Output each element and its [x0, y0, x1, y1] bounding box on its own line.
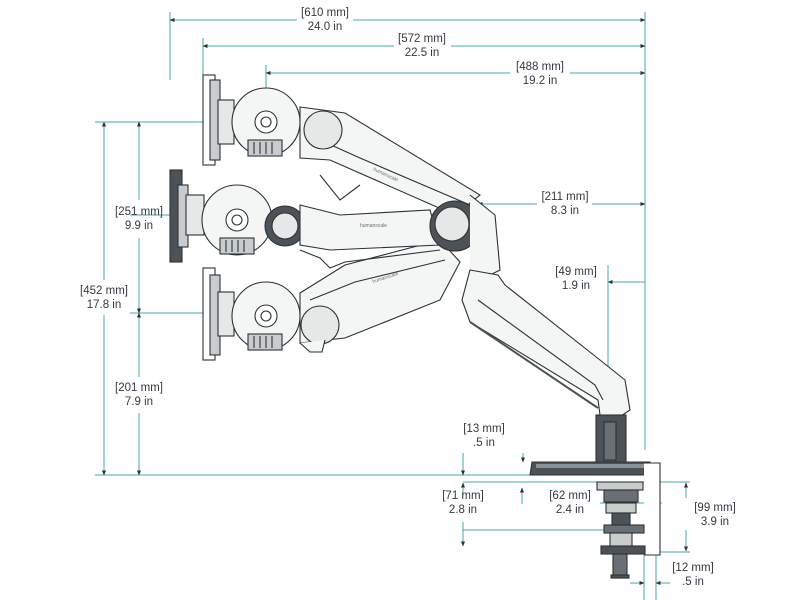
dim-clamp-width-mm: [62 mm] — [549, 490, 591, 502]
dim-desk-thickness-mm: [99 mm] — [694, 502, 736, 514]
dim-base-thickness-mm: [13 mm] — [463, 423, 505, 435]
dim-inner-width: [488 mm] 19.2 in — [516, 60, 564, 88]
dim-height-range-mm: [251 mm] — [115, 206, 163, 218]
dim-min-height-in: 7.9 in — [124, 396, 154, 408]
dim-clamp-depth: [71 mm] 2.8 in — [442, 489, 484, 517]
dim-forearm-offset-in: 8.3 in — [550, 205, 580, 217]
monitor-plate-bottom — [202, 267, 301, 361]
dim-max-height-in: 17.8 in — [86, 299, 122, 311]
dim-clamp-plate: [12 mm] .5 in — [672, 561, 714, 589]
arm-lower-position — [299, 239, 461, 353]
dim-max-height: [452 mm] 17.8 in — [80, 284, 128, 312]
dim-clamp-depth-in: 2.8 in — [448, 504, 478, 516]
dim-clamp-width: [62 mm] 2.4 in — [549, 489, 591, 517]
dim-base-thickness-in: .5 in — [473, 437, 495, 449]
dim-overall-width: [610 mm] 24.0 in — [301, 6, 349, 34]
dim-min-height-mm: [201 mm] — [115, 382, 163, 394]
dim-min-height: [201 mm] 7.9 in — [115, 381, 163, 409]
dim-post-offset-mm: [49 mm] — [555, 266, 597, 278]
dim-desk-thickness-in: 3.9 in — [700, 516, 730, 528]
dim-overall-width-in: 24.0 in — [307, 21, 343, 33]
dim-post-offset: [49 mm] 1.9 in — [555, 265, 597, 293]
dim-forearm-offset: [211 mm] 8.3 in — [541, 190, 588, 218]
dim-reach-width-in: 22.5 in — [404, 47, 440, 59]
dim-max-height-mm: [452 mm] — [80, 285, 128, 297]
dim-clamp-depth-mm: [71 mm] — [442, 490, 484, 502]
dim-desk-thickness: [99 mm] 3.9 in — [694, 501, 736, 529]
post-and-base — [529, 414, 653, 476]
dim-reach-width: [572 mm] 22.5 in — [398, 32, 446, 60]
dim-post-offset-in: 1.9 in — [561, 280, 591, 292]
dim-inner-width-mm: [488 mm] — [516, 61, 564, 73]
arm-upper-position — [299, 106, 481, 216]
desk-clamp — [596, 462, 661, 579]
monitor-plate-top — [202, 74, 301, 166]
dim-reach-width-mm: [572 mm] — [398, 33, 446, 45]
dim-overall-width-mm: [610 mm] — [301, 7, 349, 19]
arm-main-position — [299, 174, 501, 281]
dim-clamp-width-in: 2.4 in — [555, 504, 585, 516]
dim-base-thickness: [13 mm] .5 in — [463, 422, 505, 450]
dim-height-range: [251 mm] 9.9 in — [115, 205, 163, 233]
monitor-plate-middle — [169, 169, 306, 263]
dim-height-range-in: 9.9 in — [124, 220, 154, 232]
forearm — [461, 269, 631, 421]
dim-forearm-offset-mm: [211 mm] — [541, 191, 589, 203]
brand-logo-main: humanscale — [360, 223, 387, 229]
dim-inner-width-in: 19.2 in — [522, 75, 558, 87]
dim-clamp-plate-mm: [12 mm] — [672, 562, 714, 574]
dim-clamp-plate-in: .5 in — [682, 576, 704, 588]
